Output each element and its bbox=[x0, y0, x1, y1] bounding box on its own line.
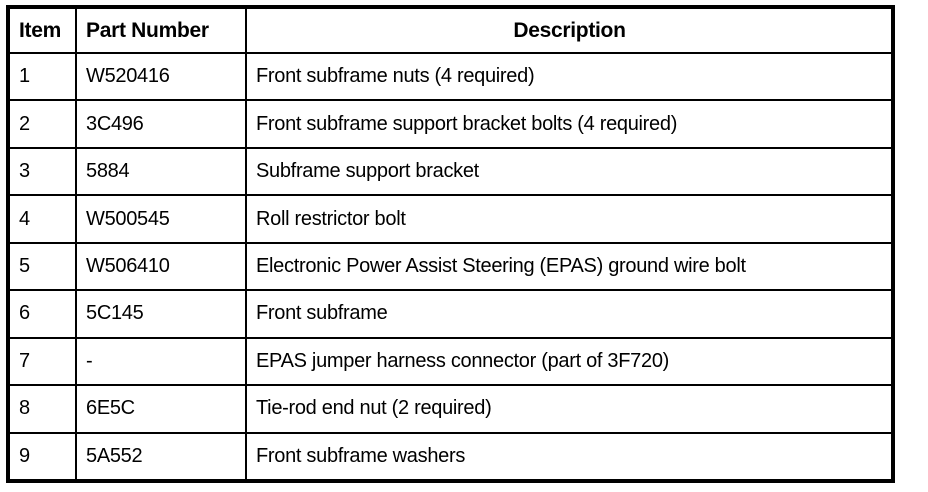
header-description: Description bbox=[245, 6, 894, 54]
cell-part-number: W520416 bbox=[75, 51, 247, 102]
cell-item: 9 bbox=[7, 431, 77, 482]
cell-part-number: 6E5C bbox=[75, 384, 247, 434]
cell-item: 8 bbox=[7, 384, 77, 434]
table-row: 8 6E5C Tie-rod end nut (2 required) bbox=[7, 384, 894, 434]
cell-item: 2 bbox=[7, 99, 77, 149]
table-row: 6 5C145 Front subframe bbox=[7, 289, 894, 339]
table-row: 2 3C496 Front subframe support bracket b… bbox=[7, 99, 894, 149]
cell-item: 7 bbox=[7, 336, 77, 387]
parts-table-body: 1 W520416 Front subframe nuts (4 require… bbox=[7, 51, 894, 482]
parts-table-header: Item Part Number Description bbox=[7, 6, 894, 54]
table-row: 3 5884 Subframe support bracket bbox=[7, 146, 894, 197]
table-row: 4 W500545 Roll restrictor bolt bbox=[7, 194, 894, 244]
cell-description: EPAS jumper harness connector (part of 3… bbox=[245, 336, 894, 387]
header-row: Item Part Number Description bbox=[7, 6, 894, 54]
header-item: Item bbox=[7, 6, 77, 54]
cell-item: 3 bbox=[7, 146, 77, 197]
cell-description: Subframe support bracket bbox=[245, 146, 894, 197]
cell-item: 6 bbox=[7, 289, 77, 339]
table-row: 9 5A552 Front subframe washers bbox=[7, 431, 894, 482]
cell-description: Tie-rod end nut (2 required) bbox=[245, 384, 894, 434]
cell-description: Roll restrictor bolt bbox=[245, 194, 894, 244]
cell-part-number: W500545 bbox=[75, 194, 247, 244]
cell-part-number: 5884 bbox=[75, 146, 247, 197]
cell-description: Front subframe washers bbox=[245, 431, 894, 482]
cell-item: 4 bbox=[7, 194, 77, 244]
cell-part-number: W506410 bbox=[75, 241, 247, 292]
cell-description: Front subframe bbox=[245, 289, 894, 339]
cell-part-number: 3C496 bbox=[75, 99, 247, 149]
cell-description: Front subframe nuts (4 required) bbox=[245, 51, 894, 102]
cell-part-number: - bbox=[75, 336, 247, 387]
header-part-number: Part Number bbox=[75, 6, 247, 54]
cell-description: Front subframe support bracket bolts (4 … bbox=[245, 99, 894, 149]
cell-item: 5 bbox=[7, 241, 77, 292]
cell-item: 1 bbox=[7, 51, 77, 102]
parts-table: Item Part Number Description 1 W520416 F… bbox=[6, 5, 895, 483]
cell-description: Electronic Power Assist Steering (EPAS) … bbox=[245, 241, 894, 292]
table-row: 1 W520416 Front subframe nuts (4 require… bbox=[7, 51, 894, 102]
table-row: 7 - EPAS jumper harness connector (part … bbox=[7, 336, 894, 387]
cell-part-number: 5A552 bbox=[75, 431, 247, 482]
table-row: 5 W506410 Electronic Power Assist Steeri… bbox=[7, 241, 894, 292]
cell-part-number: 5C145 bbox=[75, 289, 247, 339]
